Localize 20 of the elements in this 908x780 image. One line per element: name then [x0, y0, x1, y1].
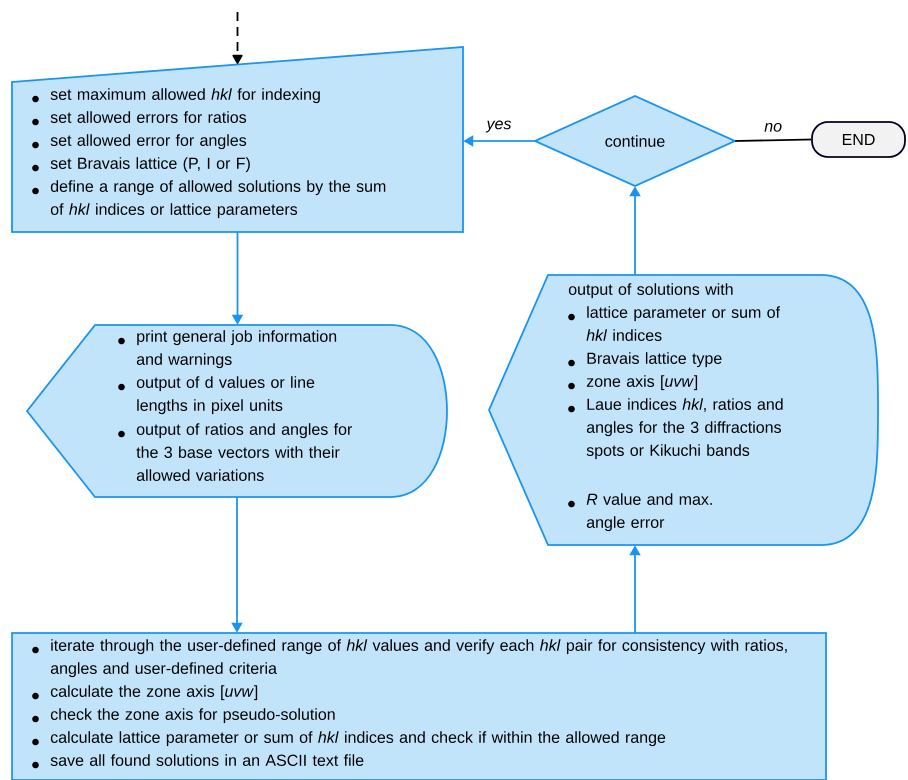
bullet-item: lattice parameter or sum of hkl indices: [568, 306, 780, 341]
bullet-item: output of ratios and angles for the 3 base vectors with their allowed variations: [118, 423, 352, 481]
bullet-item: calculate the zone axis [uvw]: [32, 685, 258, 700]
bullet-item: zone axis [uvw]: [568, 375, 698, 390]
bullet-item: set maximum allowed hkl for indexing: [32, 88, 320, 104]
bullet-item: check the zone axis for pseudo-solution: [32, 708, 335, 724]
heading: output of solutions with: [568, 283, 733, 298]
bullet-item: set allowed errors for ratios: [32, 111, 246, 126]
bullet-item: save all found solutions in an ASCII text file: [32, 754, 364, 768]
bullet-item: set Bravais lattice (P, I or F): [32, 157, 250, 172]
bullet-item: Bravais lattice type: [568, 352, 722, 368]
bullet-item: define a range of allowed solutions by the sum of hkl indices or lattice parameters: [32, 180, 386, 218]
edge-label: no: [764, 122, 782, 132]
terminal-box: END: [811, 121, 906, 158]
bullet-item: calculate lattice parameter or sum of hkl indices and check if within the allowed range: [32, 731, 666, 746]
edge-label: yes: [486, 120, 512, 132]
bullet-item: R value and max. angle error: [568, 493, 712, 532]
bullet-item: Laue indices hkl, ratios and angles for the 3 diffractions spots or Kikuchi bands: [568, 398, 783, 460]
bullet-item: set allowed error for angles: [32, 134, 246, 150]
arrow: [232, 12, 243, 64]
